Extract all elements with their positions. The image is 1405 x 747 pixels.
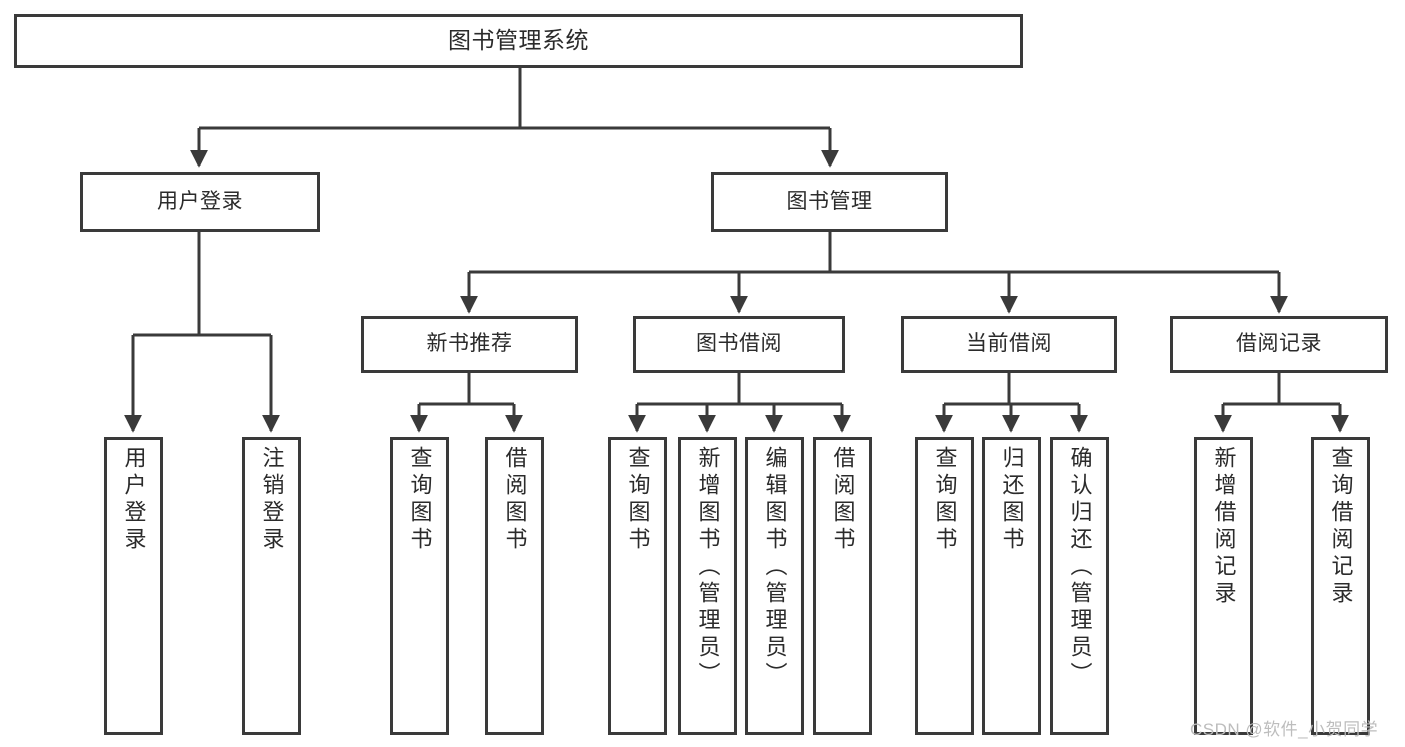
node-root-label: 图书管理系统 bbox=[448, 27, 589, 54]
leaf-book-borrow-1-label: 查询图书 bbox=[625, 446, 651, 554]
leaf-current-borrow-1-label: 查询图书 bbox=[932, 446, 958, 554]
leaf-book-borrow-2[interactable]: 新增图书（管理员） bbox=[678, 437, 737, 735]
node-user-login[interactable]: 用户登录 bbox=[80, 172, 320, 232]
leaf-user-login-2[interactable]: 注销登录 bbox=[242, 437, 301, 735]
leaf-current-borrow-3-label: 确认归还（管理员） bbox=[1067, 446, 1093, 689]
leaf-user-login-1[interactable]: 用户登录 bbox=[104, 437, 163, 735]
leaf-book-borrow-3-label: 编辑图书（管理员） bbox=[762, 446, 788, 689]
leaf-current-borrow-3[interactable]: 确认归还（管理员） bbox=[1050, 437, 1109, 735]
node-current-borrow[interactable]: 当前借阅 bbox=[901, 316, 1117, 373]
leaf-current-borrow-2-label: 归还图书 bbox=[999, 446, 1025, 554]
leaf-borrow-record-2-label: 查询借阅记录 bbox=[1328, 446, 1354, 608]
leaf-book-borrow-4-label: 借阅图书 bbox=[830, 446, 856, 554]
leaf-book-borrow-3[interactable]: 编辑图书（管理员） bbox=[745, 437, 804, 735]
leaf-new-book-rec-2-label: 借阅图书 bbox=[502, 446, 528, 554]
node-borrow-record[interactable]: 借阅记录 bbox=[1170, 316, 1388, 373]
leaf-user-login-1-label: 用户登录 bbox=[121, 446, 147, 554]
csdn-watermark: CSDN @软件_小贺同学 bbox=[1190, 720, 1379, 739]
leaf-new-book-rec-2[interactable]: 借阅图书 bbox=[485, 437, 544, 735]
node-book-borrow[interactable]: 图书借阅 bbox=[633, 316, 845, 373]
leaf-book-borrow-1[interactable]: 查询图书 bbox=[608, 437, 667, 735]
node-new-book-rec-label: 新书推荐 bbox=[426, 332, 513, 356]
node-book-manage-label: 图书管理 bbox=[786, 189, 873, 213]
leaf-new-book-rec-1[interactable]: 查询图书 bbox=[390, 437, 449, 735]
leaf-current-borrow-1[interactable]: 查询图书 bbox=[915, 437, 974, 735]
node-user-login-label: 用户登录 bbox=[157, 189, 243, 213]
leaf-current-borrow-2[interactable]: 归还图书 bbox=[982, 437, 1041, 735]
node-book-borrow-label: 图书借阅 bbox=[696, 332, 782, 356]
leaf-borrow-record-1[interactable]: 新增借阅记录 bbox=[1194, 437, 1253, 735]
node-borrow-record-label: 借阅记录 bbox=[1236, 332, 1322, 356]
leaf-borrow-record-2[interactable]: 查询借阅记录 bbox=[1311, 437, 1370, 735]
leaf-user-login-2-label: 注销登录 bbox=[259, 446, 285, 554]
node-current-borrow-label: 当前借阅 bbox=[966, 332, 1052, 356]
leaf-book-borrow-4[interactable]: 借阅图书 bbox=[813, 437, 872, 735]
leaf-new-book-rec-1-label: 查询图书 bbox=[407, 446, 433, 554]
leaf-book-borrow-2-label: 新增图书（管理员） bbox=[695, 446, 721, 689]
node-root[interactable]: 图书管理系统 bbox=[14, 14, 1023, 68]
node-book-manage[interactable]: 图书管理 bbox=[711, 172, 948, 232]
leaf-borrow-record-1-label: 新增借阅记录 bbox=[1211, 446, 1237, 608]
node-new-book-rec[interactable]: 新书推荐 bbox=[361, 316, 578, 373]
